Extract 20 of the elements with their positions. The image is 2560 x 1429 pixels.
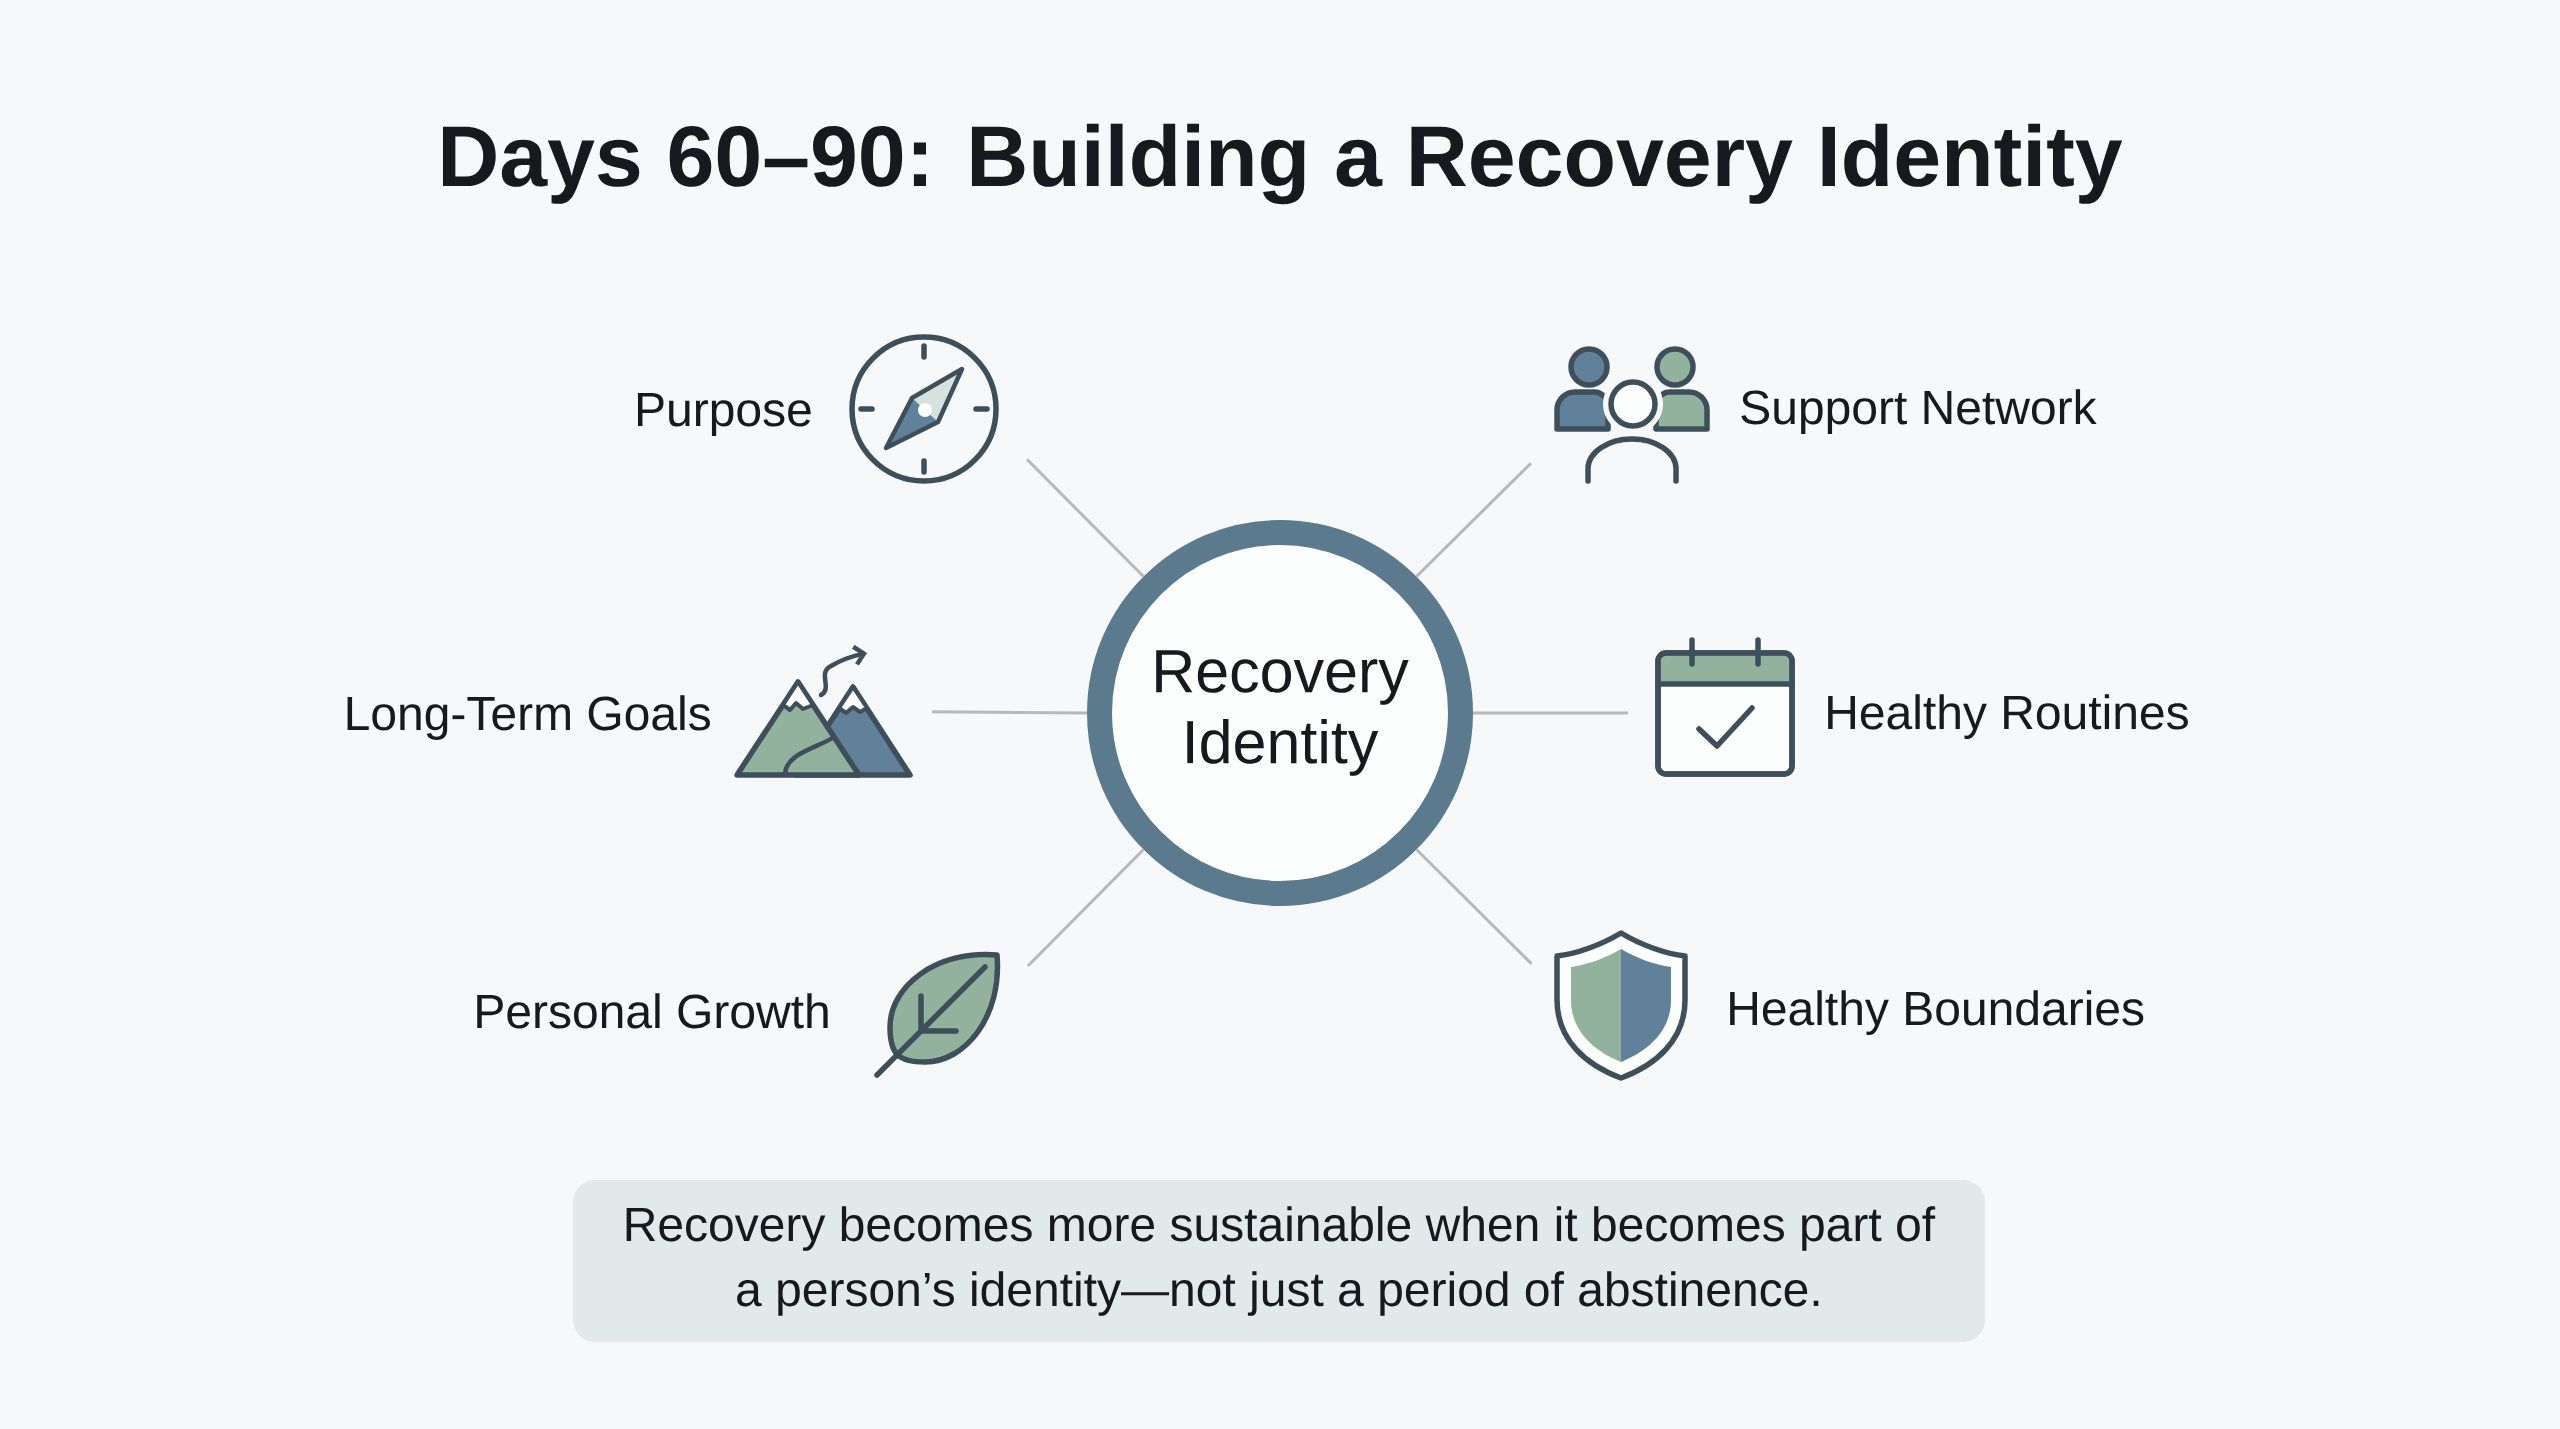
calendar-icon [1655, 637, 1795, 777]
icon-label: Long-Term Goals [347, 695, 710, 740]
connector-line [1415, 848, 1533, 965]
people-icon [1554, 346, 1710, 484]
connector-line [1473, 711, 1628, 715]
title: Days 60–90: Building a Recovery Identity [442, 123, 2123, 205]
connector-line [932, 710, 1088, 715]
icon-label: Purpose [637, 392, 811, 436]
connector-line [1026, 848, 1145, 968]
compass-icon [849, 334, 999, 484]
note-box: Recovery becomes more sustainable when it becomes part of a person’s identity—not just a period of abstinence. [573, 1180, 1985, 1342]
mountain-icon [734, 644, 913, 778]
icon-label: Personal Growth [477, 993, 828, 1029]
connector-line [1415, 462, 1532, 578]
icon-label: Support Network [1741, 389, 2097, 434]
icon-label: Healthy Boundaries [1730, 990, 2144, 1035]
connector-line [1025, 458, 1145, 578]
icon-label: Healthy Routines [1828, 694, 2188, 739]
leaf-icon [874, 951, 1001, 1078]
shield-icon [1554, 930, 1688, 1081]
